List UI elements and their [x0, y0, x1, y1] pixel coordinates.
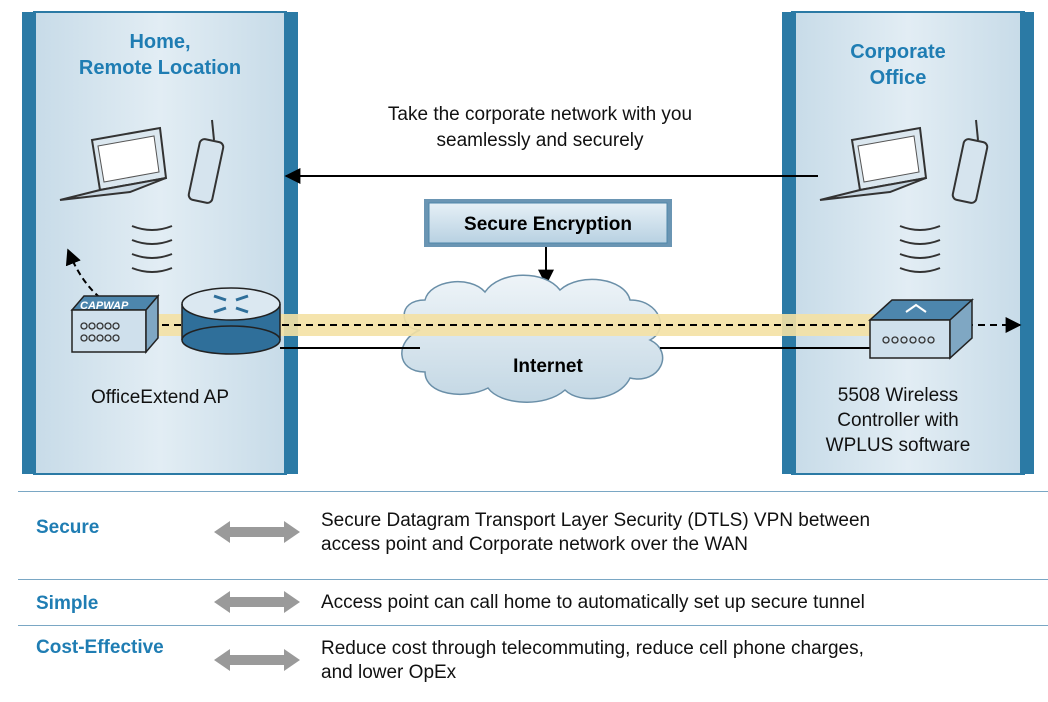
remote-title-line2: Remote Location: [79, 57, 241, 79]
benefit-description-line: Access point can call home to automatica…: [321, 592, 865, 613]
remote-location-panel: Home, Remote Location: [22, 11, 298, 475]
benefit-description-line: Secure Datagram Transport Layer Security…: [321, 510, 871, 531]
tagline-line2: seamlessly and securely: [437, 130, 644, 151]
tagline-line1: Take the corporate network with you: [388, 104, 692, 125]
benefit-row-secure: Secure Secure Datagram Transport Layer S…: [18, 491, 1048, 579]
mobile-phone-icon: [187, 119, 225, 204]
corporate-title-line2: Office: [870, 67, 927, 89]
benefit-description: Reduce cost through telecommuting, reduc…: [321, 637, 1046, 685]
remote-panel-right-bar: [284, 12, 298, 474]
encryption-box-face: [428, 202, 668, 244]
encryption-label: Secure Encryption: [464, 214, 632, 235]
router-icon: [181, 287, 281, 355]
corporate-title-line1: Corporate: [850, 41, 946, 63]
controller-label-line3: WPLUS software: [826, 435, 971, 456]
corporate-panel-left-bar: [782, 12, 796, 474]
corporate-phone-icon: [951, 119, 989, 204]
laptop-icon: [59, 126, 168, 201]
benefit-label: Simple: [36, 593, 99, 614]
corporate-laptop-icon: [819, 126, 928, 201]
wireless-signal-icon: [131, 225, 173, 273]
benefit-label: Cost-Effective: [36, 637, 164, 658]
benefit-row-simple: Simple Access point can call home to aut…: [18, 579, 1048, 625]
benefit-description: Access point can call home to automatica…: [321, 591, 1046, 615]
benefit-row-cost-effective: Cost-Effective Reduce cost through telec…: [18, 625, 1048, 695]
benefit-description-line: Reduce cost through telecommuting, reduc…: [321, 638, 864, 659]
benefit-label: Secure: [36, 517, 100, 538]
double-arrow-icon: [214, 521, 300, 543]
secure-encryption-box: Secure Encryption: [424, 199, 672, 247]
internet-cloud: Internet: [401, 274, 664, 403]
table-divider: [18, 625, 1048, 626]
controller-label-line1: 5508 Wireless: [838, 385, 958, 406]
benefit-description: Secure Datagram Transport Layer Security…: [321, 509, 1046, 557]
table-divider: [18, 491, 1048, 492]
double-arrow-icon: [214, 591, 300, 613]
cloud-shape: [401, 274, 664, 403]
table-divider: [18, 579, 1048, 580]
benefit-description-line: access point and Corporate network over …: [321, 534, 748, 555]
access-point-icon: CAPWAP: [70, 293, 160, 355]
double-arrow-icon: [214, 649, 300, 671]
controller-label-line2: Controller with: [837, 410, 958, 431]
access-point-label: OfficeExtend AP: [91, 387, 229, 408]
benefit-description-line: and lower OpEx: [321, 662, 457, 683]
corporate-panel-right-bar: [1020, 12, 1034, 474]
remote-panel-left-bar: [22, 12, 36, 474]
secure-tunnel: [150, 314, 890, 336]
corporate-wireless-signal-icon: [899, 225, 941, 273]
remote-title-line1: Home,: [129, 31, 190, 53]
wireless-controller-icon: [868, 298, 974, 360]
capwap-label: CAPWAP: [80, 300, 129, 312]
cloud-label: Internet: [513, 356, 583, 377]
